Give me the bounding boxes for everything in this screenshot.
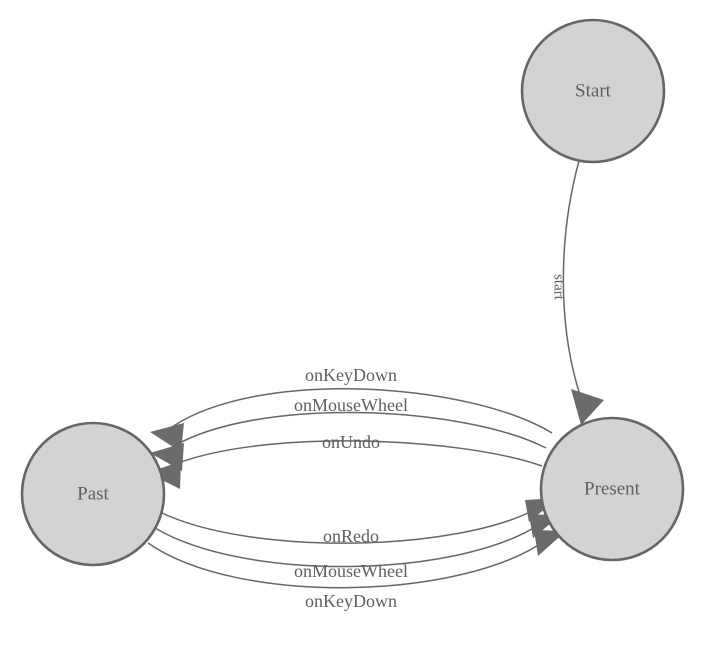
edge-past-to-present-onkeydown-path: [147, 539, 547, 589]
edge-past-to-present-onmousewheel-path: [154, 523, 541, 568]
edge-past-to-present-onredo[interactable]: onRedo: [159, 498, 558, 546]
edge-label-past-to-present-onmousewheel: onMouseWheel: [294, 561, 408, 581]
edge-label-present-to-past-onundo: onUndo: [322, 432, 380, 452]
node-start-label: Start: [575, 80, 612, 101]
edge-past-to-present-onredo-path: [159, 508, 537, 544]
node-past-label: Past: [77, 483, 109, 504]
edge-present-to-past-onkeydown-path: [171, 388, 553, 434]
node-present-circle: [539, 416, 685, 562]
node-past[interactable]: Past: [20, 421, 166, 567]
edge-start-to-present[interactable]: start: [551, 160, 604, 425]
edge-present-to-past-onundo-arrowhead: [148, 461, 181, 489]
edge-present-to-past-onmousewheel-path: [171, 411, 547, 449]
node-start[interactable]: Start: [520, 18, 666, 164]
node-past-circle: [20, 421, 166, 567]
edge-present-to-past-onundo[interactable]: onUndo: [148, 432, 543, 489]
edge-start-to-present-path: [562, 160, 581, 396]
edge-label-present-to-past-onmousewheel: onMouseWheel: [294, 395, 408, 415]
node-start-circle: [520, 18, 666, 164]
node-present[interactable]: Present: [539, 416, 685, 562]
edge-past-to-present-onkeydown[interactable]: onKeyDown: [147, 530, 566, 611]
node-present-label: Present: [584, 478, 641, 499]
edge-label-present-to-past-onkeydown: onKeyDown: [305, 365, 397, 385]
edge-past-to-present-onmousewheel[interactable]: onMouseWheel: [154, 514, 562, 581]
edge-label-start: start: [551, 274, 567, 301]
edge-present-to-past-onundo-path: [167, 440, 543, 468]
edge-label-past-to-present-onredo: onRedo: [323, 526, 379, 546]
edge-label-past-to-present-onkeydown: onKeyDown: [305, 591, 397, 611]
edge-start-to-present-arrowhead: [571, 389, 604, 425]
